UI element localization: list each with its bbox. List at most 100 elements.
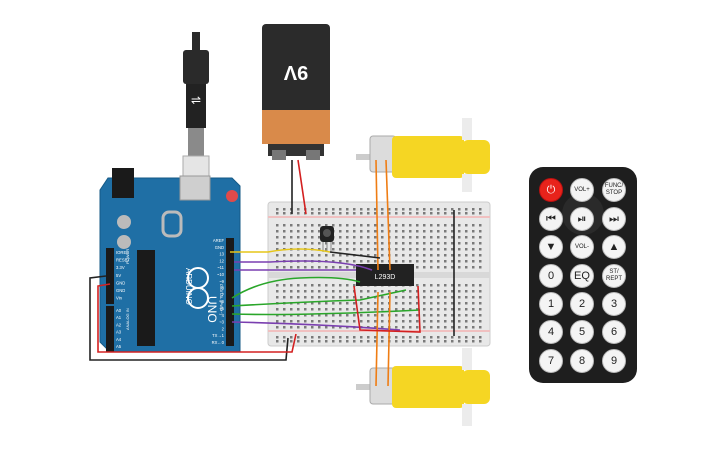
breadboard-hole[interactable] [353, 230, 356, 233]
breadboard-hole[interactable] [339, 320, 342, 323]
breadboard-hole[interactable] [479, 302, 482, 305]
breadboard-hole[interactable] [416, 266, 419, 269]
breadboard-hole[interactable] [381, 254, 384, 257]
breadboard-hole[interactable] [339, 266, 342, 269]
breadboard-hole[interactable] [367, 212, 370, 215]
breadboard-hole[interactable] [304, 340, 307, 343]
breadboard-hole[interactable] [318, 308, 321, 311]
breadboard-hole[interactable] [367, 314, 370, 317]
breadboard-hole[interactable] [346, 266, 349, 269]
remote-button-six[interactable]: 6 [602, 320, 626, 344]
breadboard-hole[interactable] [409, 290, 412, 293]
breadboard-hole[interactable] [430, 212, 433, 215]
breadboard-hole[interactable] [297, 254, 300, 257]
breadboard-hole[interactable] [381, 260, 384, 263]
breadboard-hole[interactable] [276, 230, 279, 233]
breadboard-hole[interactable] [297, 336, 300, 339]
breadboard-hole[interactable] [381, 290, 384, 293]
breadboard-hole[interactable] [339, 236, 342, 239]
breadboard-hole[interactable] [374, 320, 377, 323]
breadboard-hole[interactable] [465, 320, 468, 323]
breadboard-hole[interactable] [311, 242, 314, 245]
breadboard-hole[interactable] [416, 340, 419, 343]
breadboard-hole[interactable] [332, 254, 335, 257]
breadboard-hole[interactable] [451, 260, 454, 263]
breadboard-hole[interactable] [353, 308, 356, 311]
breadboard-hole[interactable] [451, 266, 454, 269]
breadboard-hole[interactable] [318, 212, 321, 215]
breadboard-hole[interactable] [444, 266, 447, 269]
breadboard-hole[interactable] [395, 314, 398, 317]
breadboard-hole[interactable] [346, 320, 349, 323]
breadboard-hole[interactable] [290, 290, 293, 293]
breadboard-hole[interactable] [332, 326, 335, 329]
breadboard-hole[interactable] [409, 260, 412, 263]
breadboard-hole[interactable] [395, 248, 398, 251]
breadboard-hole[interactable] [444, 284, 447, 287]
breadboard-hole[interactable] [472, 248, 475, 251]
breadboard-hole[interactable] [402, 248, 405, 251]
breadboard-hole[interactable] [388, 208, 391, 211]
breadboard-hole[interactable] [451, 236, 454, 239]
breadboard-hole[interactable] [444, 254, 447, 257]
breadboard-hole[interactable] [451, 320, 454, 323]
breadboard-hole[interactable] [437, 336, 440, 339]
breadboard-hole[interactable] [332, 336, 335, 339]
breadboard-hole[interactable] [472, 254, 475, 257]
remote-button-down[interactable]: ▼ [539, 235, 563, 259]
breadboard-hole[interactable] [304, 224, 307, 227]
breadboard-hole[interactable] [402, 208, 405, 211]
breadboard-hole[interactable] [353, 320, 356, 323]
breadboard-hole[interactable] [283, 320, 286, 323]
breadboard-hole[interactable] [423, 290, 426, 293]
breadboard-hole[interactable] [283, 230, 286, 233]
breadboard-hole[interactable] [311, 224, 314, 227]
breadboard-hole[interactable] [318, 266, 321, 269]
breadboard-hole[interactable] [325, 266, 328, 269]
breadboard-hole[interactable] [458, 314, 461, 317]
breadboard-hole[interactable] [409, 340, 412, 343]
breadboard-hole[interactable] [451, 336, 454, 339]
power-header[interactable] [106, 248, 114, 304]
breadboard-hole[interactable] [430, 230, 433, 233]
breadboard-hole[interactable] [367, 290, 370, 293]
breadboard-hole[interactable] [297, 340, 300, 343]
breadboard-hole[interactable] [304, 314, 307, 317]
breadboard-hole[interactable] [318, 326, 321, 329]
remote-button-next[interactable]: ⏭ [602, 207, 626, 231]
breadboard-hole[interactable] [311, 212, 314, 215]
breadboard-hole[interactable] [416, 314, 419, 317]
breadboard-hole[interactable] [451, 308, 454, 311]
breadboard-hole[interactable] [423, 224, 426, 227]
breadboard-hole[interactable] [479, 284, 482, 287]
battery-9v[interactable]: 9V [262, 24, 330, 160]
breadboard-hole[interactable] [297, 266, 300, 269]
breadboard-hole[interactable] [465, 314, 468, 317]
breadboard-hole[interactable] [409, 212, 412, 215]
breadboard-hole[interactable] [416, 242, 419, 245]
breadboard-hole[interactable] [451, 314, 454, 317]
breadboard-hole[interactable] [395, 208, 398, 211]
breadboard-hole[interactable] [444, 308, 447, 311]
breadboard-hole[interactable] [458, 336, 461, 339]
breadboard-hole[interactable] [395, 242, 398, 245]
breadboard-hole[interactable] [423, 284, 426, 287]
breadboard-hole[interactable] [374, 242, 377, 245]
breadboard-hole[interactable] [451, 224, 454, 227]
breadboard-hole[interactable] [276, 290, 279, 293]
breadboard-hole[interactable] [437, 248, 440, 251]
breadboard-hole[interactable] [423, 230, 426, 233]
breadboard-hole[interactable] [283, 314, 286, 317]
breadboard-hole[interactable] [430, 314, 433, 317]
remote-button-four[interactable]: 4 [539, 320, 563, 344]
wires[interactable] [89, 159, 455, 387]
breadboard-hole[interactable] [416, 230, 419, 233]
breadboard-hole[interactable] [416, 236, 419, 239]
breadboard-hole[interactable] [458, 326, 461, 329]
breadboard-hole[interactable] [444, 208, 447, 211]
breadboard-hole[interactable] [346, 336, 349, 339]
breadboard-hole[interactable] [395, 260, 398, 263]
breadboard-hole[interactable] [367, 236, 370, 239]
breadboard-hole[interactable] [444, 248, 447, 251]
breadboard-hole[interactable] [360, 248, 363, 251]
